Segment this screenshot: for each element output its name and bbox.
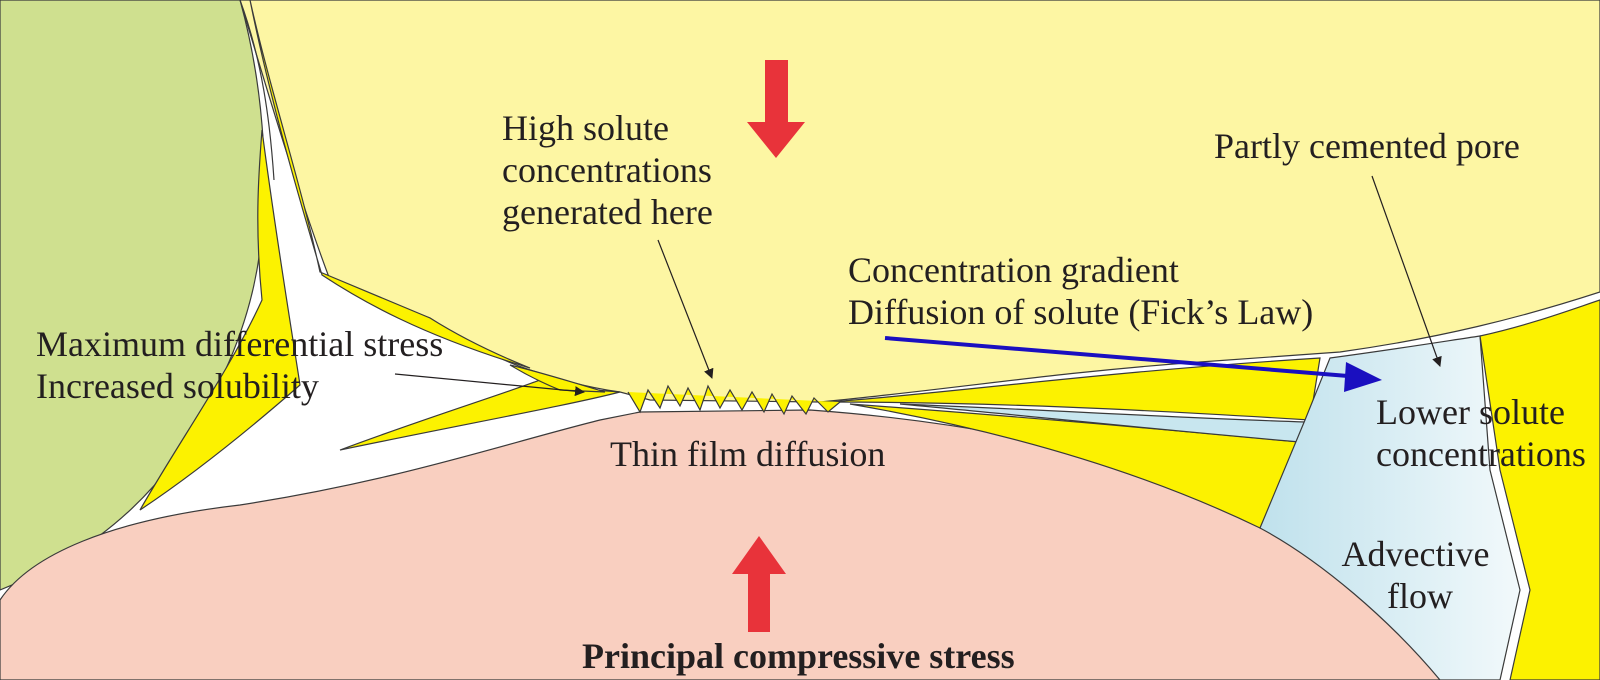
label-high-solute: High solute concentrations generated her… [502,108,721,232]
pointer-max-stress [394,373,585,397]
left-cement [139,129,301,511]
concentration-gradient-arrowhead [1344,362,1382,392]
label-advective-flow: Advective flow [1342,534,1499,616]
right-cement-upper [829,357,1321,421]
upper-left-cement [249,0,531,369]
label-thin-film: Thin film diffusion [610,434,885,474]
concentration-gradient-arrow-line [884,336,1349,378]
stress-arrow-up [732,536,786,632]
right-grain-cement [1479,299,1600,680]
pointer-high-solute [657,239,714,379]
label-lower-solute: Lower solute concentrations [1376,392,1586,474]
label-max-stress: Maximum differential stress Increased so… [36,324,452,406]
label-partly-cemented: Partly cemented pore [1214,126,1520,166]
contact-cement-left [339,379,621,451]
stress-arrow-down [747,60,805,158]
left-white-strand [239,0,275,181]
contact-cement-upper-left [509,364,606,393]
label-concentration-gradient: Concentration gradient Diffusion of solu… [848,250,1313,332]
pointer-partly-cemented [1371,175,1442,367]
jagged-contact [627,384,841,416]
label-principal-stress: Principal compressive stress [582,636,1015,676]
